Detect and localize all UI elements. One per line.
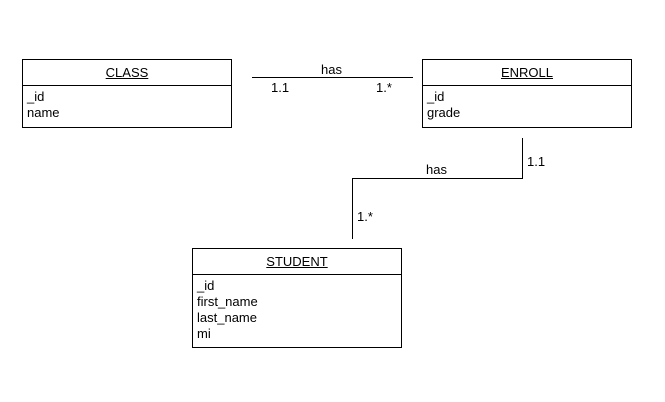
entity-enroll: ENROLL _id grade <box>422 59 632 128</box>
entity-class-attr: _id <box>27 89 45 104</box>
entity-enroll-attr: grade <box>427 105 461 120</box>
cardinality-enroll-side: 1.* <box>376 80 392 95</box>
entity-class-attributes: _id name <box>23 86 231 121</box>
entity-class-title: CLASS <box>23 60 231 86</box>
connector-enroll-student-vertical-lower <box>352 178 353 239</box>
entity-student-attr: _id <box>197 278 215 293</box>
entity-enroll-attributes: _id grade <box>423 86 631 121</box>
entity-student-attr: last_name <box>197 310 257 325</box>
entity-class: CLASS _id name <box>22 59 232 128</box>
entity-enroll-title: ENROLL <box>423 60 631 86</box>
entity-student-attr: mi <box>197 326 211 341</box>
relationship-class-enroll-label: has <box>321 62 342 77</box>
relationship-enroll-student-label: has <box>426 162 447 177</box>
entity-enroll-attr: _id <box>427 89 445 104</box>
connector-enroll-student-vertical-upper <box>522 138 523 179</box>
connector-class-enroll <box>252 77 413 78</box>
entity-student-title: STUDENT <box>193 249 401 275</box>
entity-student-attributes: _id first_name last_name mi <box>193 275 401 342</box>
entity-student: STUDENT _id first_name last_name mi <box>192 248 402 348</box>
cardinality-enroll-student-enroll-side: 1.1 <box>527 154 546 169</box>
cardinality-enroll-student-student-side: 1.* <box>357 209 373 224</box>
connector-enroll-student-horizontal <box>352 178 523 179</box>
entity-class-attr: name <box>27 105 60 120</box>
entity-student-attr: first_name <box>197 294 258 309</box>
cardinality-class-side: 1.1 <box>271 80 290 95</box>
